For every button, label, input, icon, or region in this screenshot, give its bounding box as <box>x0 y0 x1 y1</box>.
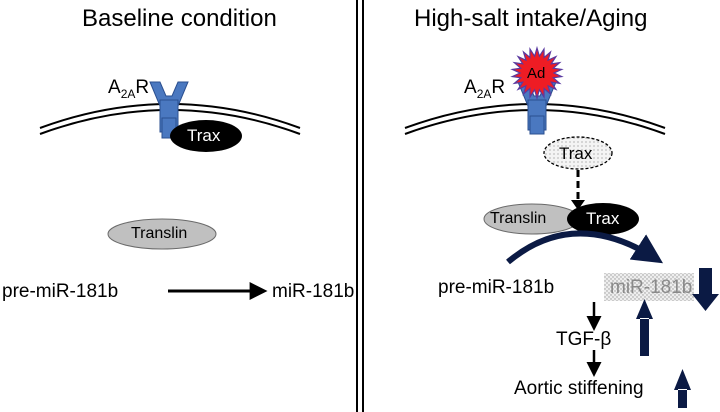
mir181b-decrease-arrow-icon <box>692 268 719 311</box>
left-translin-oval <box>107 218 217 250</box>
left-receptor-icon <box>149 81 189 139</box>
right-panel-title: High-salt intake/Aging <box>414 5 648 32</box>
left-panel-title: Baseline condition <box>82 5 277 32</box>
left-precursor-label: pre-miR-181b <box>2 281 119 302</box>
right-receptor-subscript: 2A <box>476 87 492 101</box>
right-trax-dashed-oval <box>543 136 613 170</box>
left-receptor-subscript: 2A <box>120 87 136 101</box>
left-receptor-label: A2AR <box>108 77 150 100</box>
trax-translocation-arrowhead <box>571 200 585 210</box>
adenosine-ligand-icon <box>510 45 564 101</box>
right-receptor-base: A <box>464 77 477 98</box>
right-trax-complex-oval <box>567 203 639 235</box>
right-trax-dashed-label: Trax <box>559 144 593 163</box>
adenosine-label: Ad <box>527 65 546 82</box>
aortic-stiffening-label: Aortic stiffening <box>514 378 644 399</box>
left-translin-label: Translin <box>131 225 188 242</box>
right-product-label: miR-181b <box>610 277 693 298</box>
left-receptor-base: A <box>108 77 121 98</box>
right-receptor-suffix: R <box>491 77 506 98</box>
right-translin-label: Translin <box>490 210 547 227</box>
right-receptor-label: A2AR <box>464 77 506 100</box>
left-trax-label: Trax <box>187 126 221 145</box>
right-mir181b-box <box>604 273 694 301</box>
left-product-label: miR-181b <box>272 281 355 302</box>
left-trax-oval <box>170 120 242 152</box>
trax-cleavage-arc-arrow <box>506 230 664 265</box>
tgf-increase-arrow-icon <box>636 299 653 356</box>
aortic-increase-arrow-icon <box>674 369 691 408</box>
right-precursor-label: pre-miR-181b <box>438 277 555 298</box>
left-receptor-suffix: R <box>135 77 150 98</box>
right-trax-complex-label: Trax <box>586 209 620 228</box>
tgf-beta-label: TGF-β <box>556 329 612 350</box>
